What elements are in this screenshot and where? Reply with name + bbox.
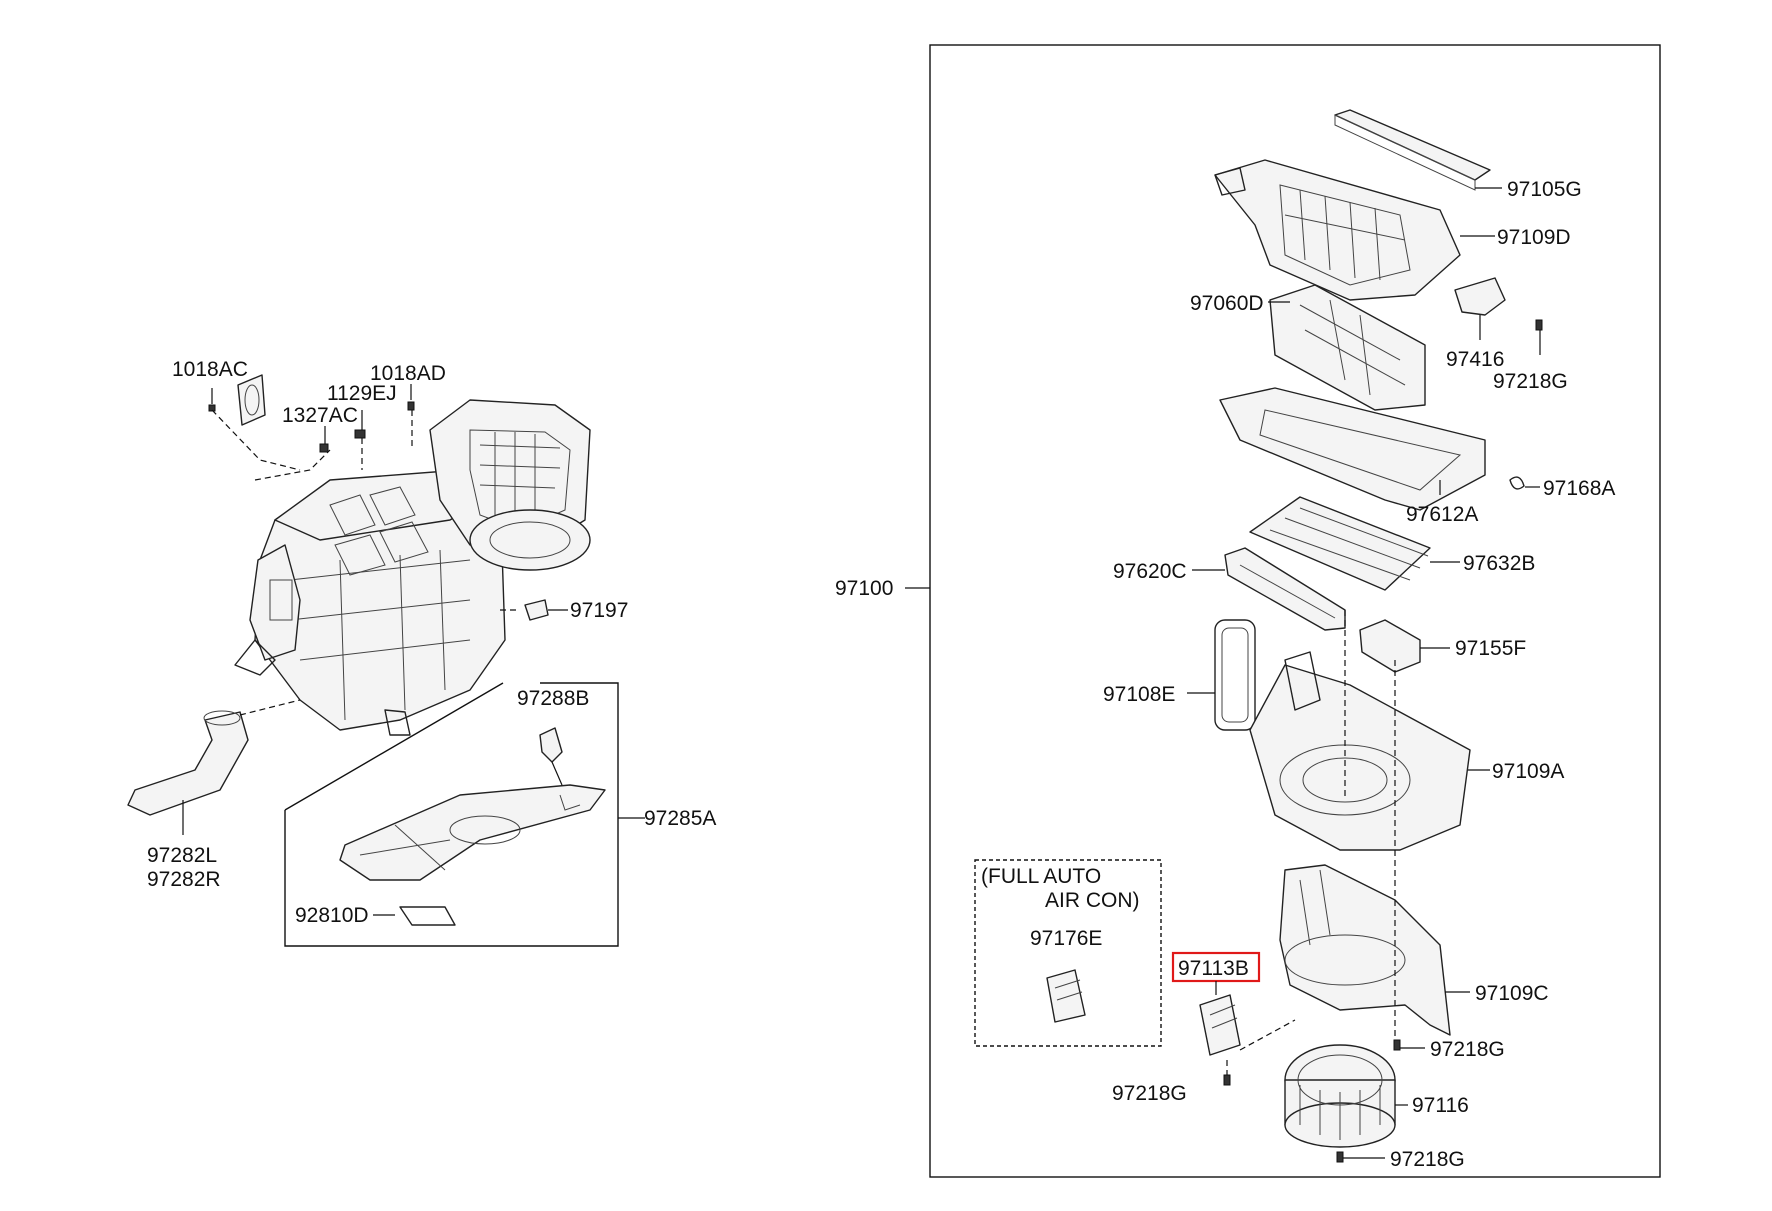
label-1018AD[interactable]: 1018AD (370, 362, 446, 385)
blower-unit-parts (1199, 109, 1543, 1163)
label-97105G[interactable]: 97105G (1507, 178, 1582, 201)
nut-1327AC-icon (319, 443, 329, 453)
bolt-1129EJ-icon (354, 429, 366, 439)
label-97632B[interactable]: 97632B (1463, 552, 1535, 575)
label-97109D[interactable]: 97109D (1497, 226, 1571, 249)
leaders-left (182, 384, 645, 916)
pad-92810D (399, 906, 456, 926)
under-cover-plate (339, 784, 606, 881)
label-97116[interactable]: 97116 (1412, 1094, 1469, 1117)
note-line2: AIR CON) (1045, 889, 1140, 912)
part-97612A (1219, 387, 1486, 511)
label-1327AC[interactable]: 1327AC (282, 404, 358, 427)
label-1018AC[interactable]: 1018AC (172, 358, 248, 381)
assembly-lines-right (1226, 610, 1396, 1075)
label-1129EJ[interactable]: 1129EJ (327, 382, 397, 405)
label-97155F[interactable]: 97155F (1455, 637, 1526, 660)
label-97218G-b[interactable]: 97218G (1430, 1038, 1505, 1061)
label-97176E[interactable]: 97176E (1030, 927, 1102, 950)
label-97285A[interactable]: 97285A (644, 807, 716, 830)
group-frame-97285A (284, 682, 619, 947)
label-92810D[interactable]: 92810D (295, 904, 369, 927)
label-97218G-d[interactable]: 97218G (1390, 1148, 1465, 1171)
label-97197[interactable]: 97197 (570, 599, 628, 622)
part-97109D (1214, 159, 1461, 301)
part-97060D (1269, 284, 1426, 411)
bolt-1018AD-icon (407, 401, 415, 411)
part-97168A (1509, 476, 1525, 490)
screw-97218G-c-icon (1393, 1039, 1401, 1051)
label-97060D[interactable]: 97060D (1190, 292, 1264, 315)
heater-unit-assembly (234, 399, 591, 736)
part-97155F (1359, 619, 1421, 673)
group-frame-full-auto (974, 859, 1162, 1047)
label-97282R[interactable]: 97282R (147, 868, 221, 891)
label-97168A[interactable]: 97168A (1543, 477, 1615, 500)
note-line1: (FULL AUTO (981, 865, 1101, 888)
filter-97288B (539, 727, 563, 763)
clip-97197-icon (524, 599, 549, 621)
part-97109A (1249, 664, 1471, 851)
label-97612A[interactable]: 97612A (1406, 503, 1478, 526)
part-97416 (1454, 277, 1506, 316)
label-97282L[interactable]: 97282L (147, 844, 217, 867)
assembly-lines-left (211, 409, 520, 716)
grommet-seal (237, 374, 266, 426)
fasteners-top-left (208, 374, 549, 621)
part-97632B (1249, 496, 1431, 591)
label-97288B[interactable]: 97288B (517, 687, 589, 710)
label-97108E[interactable]: 97108E (1103, 683, 1175, 706)
label-97109C[interactable]: 97109C (1475, 982, 1549, 1005)
part-97109C (1279, 864, 1451, 1036)
label-97100[interactable]: 97100 (835, 577, 893, 600)
label-97218G-c[interactable]: 97218G (1112, 1082, 1187, 1105)
part-97176E (1046, 969, 1086, 1023)
under-cover-group (284, 682, 619, 947)
part-97105G (1334, 109, 1491, 181)
label-97620C[interactable]: 97620C (1113, 560, 1187, 583)
part-97620C (1224, 547, 1346, 631)
label-97416[interactable]: 97416 (1446, 348, 1504, 371)
group-frame-97100 (929, 44, 1661, 1178)
label-97218G-a[interactable]: 97218G (1493, 370, 1568, 393)
part-labels: 1018AC 1018AD 1129EJ 1327AC 97197 97288B… (147, 178, 1615, 1171)
full-auto-aircon-group (974, 859, 1162, 1047)
screw-97218G-d-icon (1336, 1151, 1344, 1163)
label-97113B[interactable]: 97113B (1178, 957, 1249, 980)
rear-duct-97282 (127, 710, 249, 816)
screw-97218G-b-icon (1223, 1074, 1231, 1086)
label-97109A[interactable]: 97109A (1492, 760, 1564, 783)
screw-97218G-icon (1535, 319, 1543, 331)
leaders-right (1187, 187, 1541, 1159)
part-97108E (1214, 619, 1256, 731)
bolt-1018AC-icon (208, 404, 216, 412)
